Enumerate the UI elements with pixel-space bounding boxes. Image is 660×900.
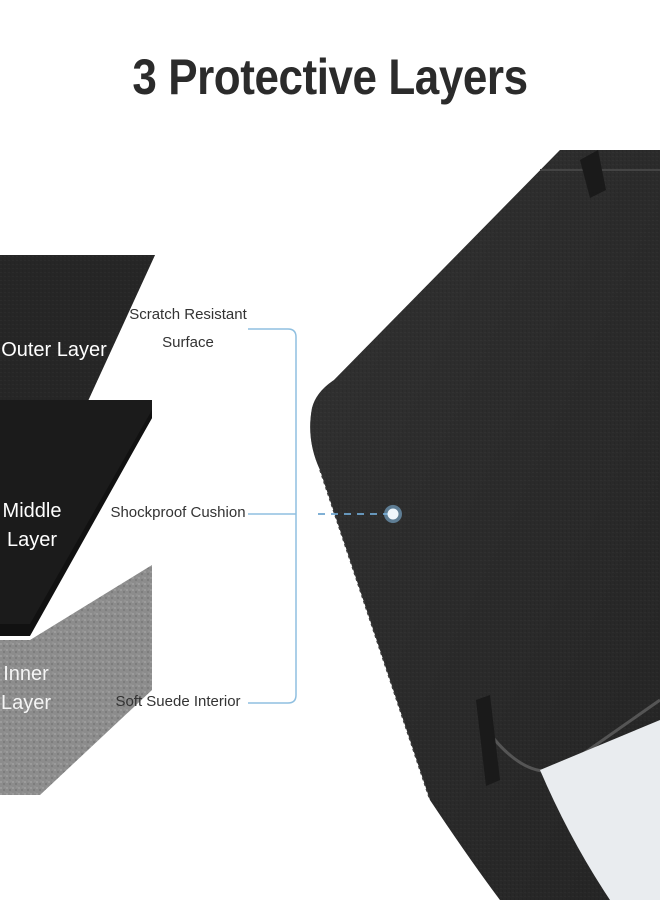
inner-layer-label-line2: Layer [0,692,52,714]
cushion-indicator-dot [384,505,402,523]
inner-callout-text: Soft Suede Interior [115,693,241,710]
inner-layer-label: Inner Layer [0,660,52,718]
page-title: 3 Protective Layers [132,49,528,105]
inner-layer-label-line1: Inner [3,663,49,685]
outer-layer-label: Outer Layer [0,336,108,365]
middle-layer-label-line1: Middle [2,500,62,522]
middle-layer-label: Middle Layer [0,497,64,555]
inner-callout: Soft Suede Interior [112,688,244,716]
laptop-sleeve [310,150,660,900]
middle-callout-text: Shockproof Cushion [110,504,246,521]
middle-layer-label-line2: Layer [6,529,58,551]
inner-layer-swatch [0,565,152,795]
middle-callout: Shockproof Cushion [108,499,248,527]
outer-layer-label-text: Outer Layer [1,339,107,361]
callout-bracket [248,328,388,704]
middle-layer-swatch [0,400,152,636]
outer-callout: Scratch Resistant Surface [128,301,248,357]
outer-callout-line2: Surface [162,334,214,351]
outer-callout-line1: Scratch Resistant [129,306,247,323]
